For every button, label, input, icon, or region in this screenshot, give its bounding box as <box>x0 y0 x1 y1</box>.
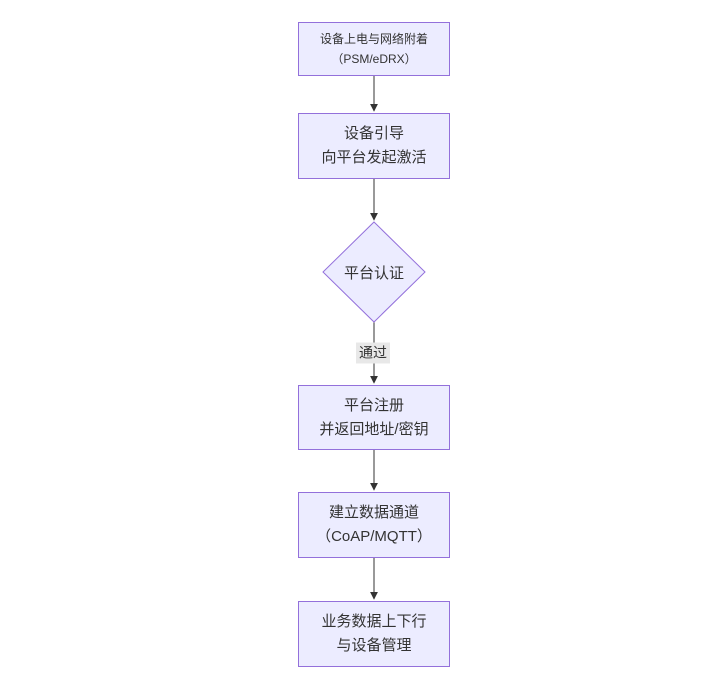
node-label-line: 设备上电与网络附着 <box>319 32 428 46</box>
node-power-on-attach: 设备上电与网络附着 （PSM/eDRX） <box>298 22 450 76</box>
node-label-line: （CoAP/MQTT） <box>316 528 432 545</box>
node-platform-register: 平台注册 并返回地址/密钥 <box>298 385 450 450</box>
node-label-line: 设备引导 <box>343 125 404 142</box>
decision-platform-auth-label: 平台认证 <box>324 260 424 284</box>
node-label-line: 与设备管理 <box>336 637 412 654</box>
node-label-line: 向平台发起激活 <box>321 149 427 166</box>
node-label-line: 平台注册 <box>343 396 404 414</box>
node-label-line: 平台认证 <box>343 264 404 282</box>
node-business-data: 业务数据上下行 与设备管理 <box>298 601 450 667</box>
node-bootstrap-activate: 设备引导 向平台发起激活 <box>298 113 450 179</box>
node-label-line: 业务数据上下行 <box>321 613 427 630</box>
node-label-line: 并返回地址/密钥 <box>319 420 429 438</box>
node-label-line: （PSM/eDRX） <box>331 52 417 66</box>
edge-label-pass: 通过 <box>356 342 390 364</box>
node-label-line: 建立数据通道 <box>328 504 419 521</box>
decision-platform-auth-shape <box>322 221 426 323</box>
node-data-channel: 建立数据通道 （CoAP/MQTT） <box>298 492 450 558</box>
